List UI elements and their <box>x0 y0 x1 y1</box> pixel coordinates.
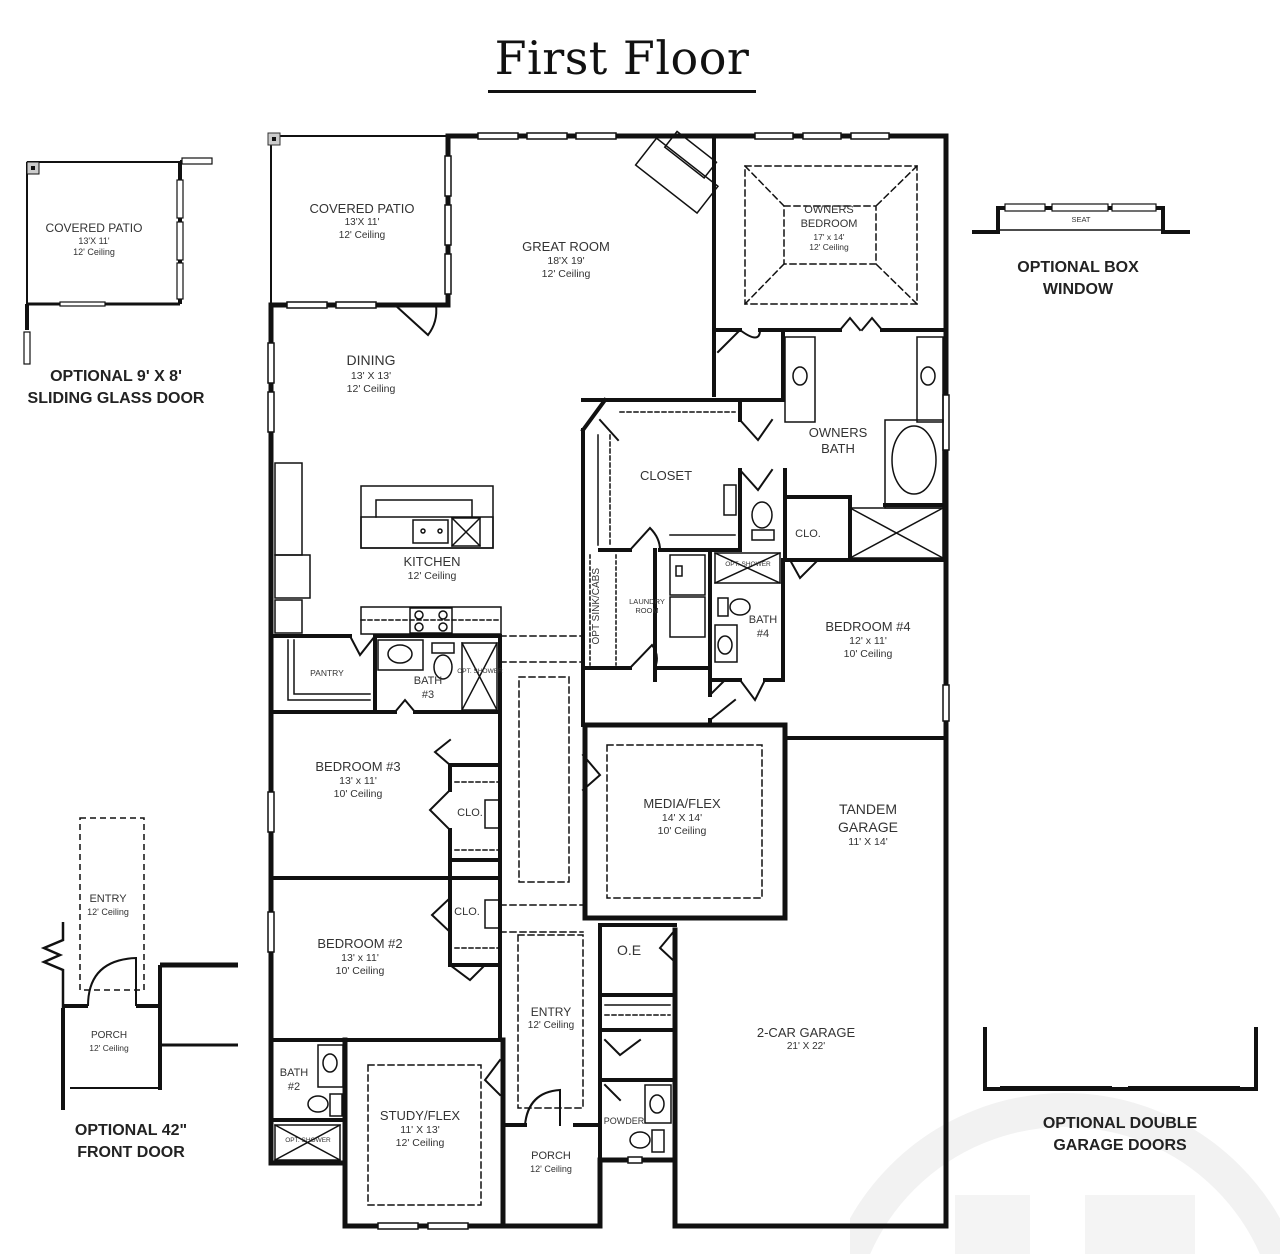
entry-label: ENTRY 12' Ceiling <box>527 1005 575 1031</box>
option-entry-label: ENTRY 12' Ceiling <box>87 893 129 917</box>
bath4-label: BATH #4 <box>748 614 778 640</box>
media-flex-label: MEDIA/FLEX 14' X 14' 10' Ceiling <box>643 796 721 838</box>
page-title: First Floor <box>494 31 750 85</box>
laundry-room-label: LAUNDRY ROOM <box>629 597 665 616</box>
clo2-label: CLO. <box>454 906 480 918</box>
option-box-window-caption: OPTIONAL BOX WINDOW <box>1017 259 1139 298</box>
tandem-garage-label: TANDEM GARAGE 11' X 14' <box>838 801 898 848</box>
bath3-shower-label: OPT. SHOWER <box>457 668 503 675</box>
dining-label: DINING 13' X 13' 12' Ceiling <box>346 352 396 395</box>
porch-label: PORCH 12' Ceiling <box>530 1150 572 1174</box>
closet-label: CLOSET <box>639 468 693 483</box>
title-underline <box>488 90 756 93</box>
option-patio-room-label: COVERED PATIO 13'X 11' 12' Ceiling <box>45 221 143 258</box>
bath2-shower-label: OPT. SHOWER <box>285 1137 331 1144</box>
oe-label: O.E <box>616 942 642 958</box>
two-car-garage-label: 2-CAR GARAGE 21' X 22' <box>756 1025 856 1053</box>
option-porch-label: PORCH 12' Ceiling <box>89 1030 129 1053</box>
bath4-shower-label: OPT. SHOWER <box>725 561 771 568</box>
kitchen-label: KITCHEN 12' Ceiling <box>403 554 461 583</box>
clo3-label: CLO. <box>457 807 483 819</box>
opt-sink-cabs-label: OPT SINK/CABS <box>590 567 602 645</box>
bath3-label: BATH #3 <box>413 675 443 701</box>
bath2-label: BATH #2 <box>279 1067 309 1093</box>
option-garage-doors-caption: OPTIONAL DOUBLE GARAGE DOORS <box>1042 1115 1198 1154</box>
bedroom4-label: BEDROOM #4 12' x 11' 10' Ceiling <box>825 619 911 661</box>
great-room-label: GREAT ROOM 18'X 19' 12' Ceiling <box>522 239 610 281</box>
owners-bedroom-label: OWNERS BEDROOM 17' x 14' 12' Ceiling <box>800 204 858 253</box>
powder-label: POWDER <box>603 1116 645 1126</box>
option-sliding-glass-door-caption: OPTIONAL 9' X 8' SLIDING GLASS DOOR <box>27 368 205 407</box>
pantry-label: PANTRY <box>310 668 344 678</box>
box-window-seat-text: SEAT <box>1071 215 1091 224</box>
study-flex-label: STUDY/FLEX 11' X 13' 12' Ceiling <box>379 1108 461 1150</box>
covered-patio-label: COVERED PATIO 13'X 11' 12' Ceiling <box>309 201 415 241</box>
bedroom2-label: BEDROOM #2 13' x 11' 10' Ceiling <box>317 936 403 978</box>
bedroom3-label: BEDROOM #3 13' x 11' 10' Ceiling <box>315 759 401 801</box>
owners-clo-label: CLO. <box>795 528 821 540</box>
option-front-door-caption: OPTIONAL 42" FRONT DOOR <box>74 1122 188 1161</box>
owners-bath-label: OWNERS BATH <box>808 425 868 457</box>
